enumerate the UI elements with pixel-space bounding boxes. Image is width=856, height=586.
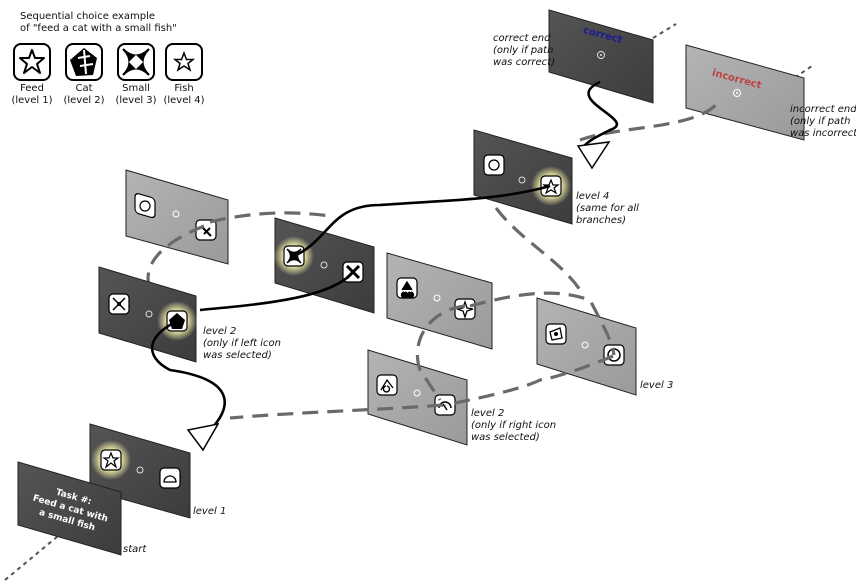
dash-path-right: [469, 291, 616, 356]
solid-path-level3-to-level4: [293, 184, 551, 258]
level3-card: [536, 297, 637, 396]
legend-fish-level: (level 4): [163, 95, 204, 106]
level2-left-label-1: level 2: [203, 326, 236, 337]
dash-path-to-level1: [229, 403, 444, 420]
dash-path-to-incorrect: [579, 99, 722, 142]
level2-left-label-3: was selected): [203, 350, 272, 361]
level2-right-label-1: level 2: [471, 408, 504, 419]
arrowhead-level1: [186, 422, 220, 452]
arrowhead-level4: [576, 141, 611, 170]
level2-right-label-2: (only if right icon: [471, 420, 556, 431]
legend-fish-name: Fish: [174, 83, 193, 94]
legend-cat-name: Cat: [75, 83, 92, 94]
level3-label: level 3: [640, 380, 673, 391]
star-outline-icon: [542, 178, 560, 195]
legend-small-level: (level 3): [115, 95, 156, 106]
correct-end-card: correct: [548, 9, 654, 104]
level1-label: level 1: [193, 506, 226, 517]
level3-alt-card-upper: [386, 252, 493, 350]
legend-small-name: Small: [122, 83, 150, 94]
level4-label-3: branches): [576, 215, 626, 226]
level4-label-2: (same for all: [576, 203, 639, 214]
legend-title-line2: of "feed a cat with a small fish": [20, 23, 177, 34]
starfish-icon: [102, 451, 120, 469]
correct-end-label-3: was correct): [493, 57, 555, 68]
cat-shape-icon: [70, 48, 97, 76]
legend-item-cat: Cat (level 2): [63, 43, 105, 106]
dash-path-level4-down: [494, 207, 582, 291]
start-label: start: [123, 544, 147, 555]
legend-feed-level: (level 1): [11, 95, 52, 106]
legend-title-line1: Sequential choice example: [20, 11, 155, 22]
dash-path-lower-right: [444, 354, 614, 407]
solid-path-level2-to-level3: [199, 271, 355, 312]
level2-left-card: [98, 266, 197, 363]
correct-end-label-2: (only if path: [493, 45, 553, 56]
solid-path-to-correct: [579, 80, 619, 151]
incorrect-end-label-1: incorrect end: [790, 104, 856, 115]
dash-path-left-up: [146, 224, 205, 291]
level2-right-label-3: was selected): [471, 432, 540, 443]
legend-item-small: Small (level 3): [115, 43, 157, 106]
dash-path-mid: [415, 304, 466, 401]
incorrect-end-label-3: was incorrect): [790, 128, 856, 139]
legend: Sequential choice example of "feed a cat…: [11, 11, 204, 106]
start-dotted-line: [4, 535, 59, 581]
level4-label-1: level 4: [576, 191, 609, 202]
incorrect-end-card: incorrect: [685, 44, 805, 141]
start-card: Task #: Feed a cat with a small fish: [17, 461, 122, 556]
incorrect-dotted-line: [787, 65, 813, 83]
incorrect-end-label-2: (only if path: [790, 116, 850, 127]
level2-right-card: [367, 349, 468, 446]
level2-left-label-2: (only if left icon: [203, 338, 281, 349]
correct-end-label-1: correct end: [493, 33, 551, 44]
legend-item-feed: Feed (level 1): [11, 43, 53, 106]
legend-cat-level: (level 2): [63, 95, 104, 106]
level2-left-alt-card: [125, 169, 229, 265]
legend-feed-name: Feed: [20, 83, 44, 94]
solid-path-level1-to-level2: [150, 319, 227, 431]
level4-card: [473, 129, 573, 225]
starfish-icon: [19, 49, 45, 74]
correct-dotted-line: [652, 23, 677, 39]
star-outline-icon: [172, 50, 196, 72]
dash-path-top: [209, 211, 331, 224]
legend-item-fish: Fish (level 4): [163, 43, 205, 106]
